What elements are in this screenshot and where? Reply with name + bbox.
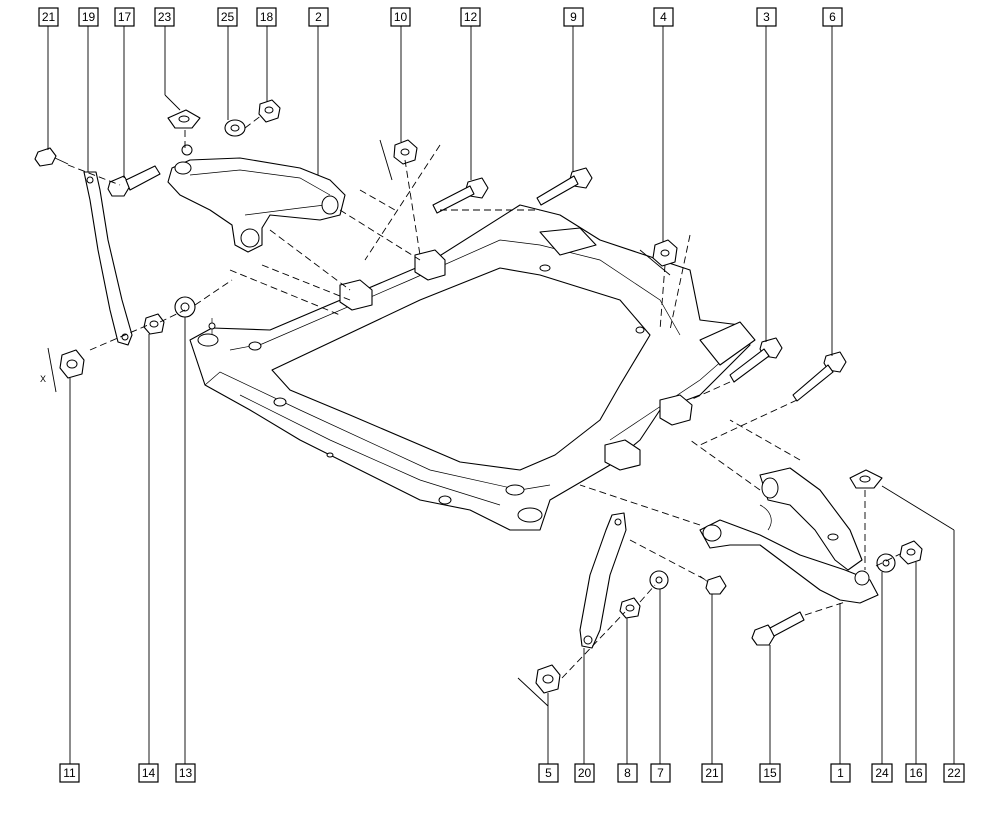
callout-13: 13 (175, 763, 196, 783)
callout-number: 23 (158, 10, 172, 24)
callout-18: 18 (256, 7, 277, 27)
assembly-dashed-lines (67, 114, 901, 679)
bolt-21-lower (699, 575, 727, 595)
callout-22: 22 (943, 763, 965, 783)
callout-20: 20 (574, 763, 595, 783)
callout-number: 3 (763, 10, 770, 24)
callout-number: 14 (142, 766, 156, 780)
callout-number: 4 (660, 10, 667, 24)
plate-23 (167, 109, 201, 129)
callout-number: 20 (578, 766, 592, 780)
washer-24 (876, 553, 896, 573)
callout-number: 15 (763, 766, 777, 780)
callout-number: 13 (179, 766, 193, 780)
callout-10: 10 (390, 7, 411, 27)
callout-9: 9 (563, 7, 584, 27)
callout-17: 17 (114, 7, 135, 27)
dimension-marks: X (40, 139, 671, 707)
callout-24: 24 (871, 763, 893, 783)
nut-16 (899, 540, 923, 565)
bolt-6 (792, 351, 847, 402)
bolt-9 (536, 167, 593, 206)
callout-21-bottom: 21 (701, 763, 723, 783)
callout-number: 21 (42, 10, 56, 24)
washer-13 (174, 296, 196, 318)
callouts-bottom: 11 14 13 5 20 8 7 21 15 1 24 16 22 (59, 763, 965, 783)
nut-8 (619, 597, 641, 619)
leader-lines (47, 26, 955, 764)
callout-19: 19 (78, 7, 99, 27)
callout-number: 5 (545, 766, 552, 780)
callout-number: 6 (829, 10, 836, 24)
nut-18 (258, 99, 281, 123)
callout-number: 11 (63, 766, 76, 780)
bolt-21-upper (34, 147, 69, 167)
nut-4 (652, 239, 678, 267)
callout-number: 10 (394, 10, 408, 24)
washer-25 (224, 119, 246, 137)
callout-number: 25 (221, 10, 235, 24)
callout-number: 21 (705, 766, 719, 780)
callout-23: 23 (154, 7, 175, 27)
tie-rod-20 (579, 512, 627, 649)
callout-2: 2 (308, 7, 329, 27)
callout-3: 3 (756, 7, 777, 27)
callout-number: 1 (837, 766, 844, 780)
callout-number: 24 (875, 766, 889, 780)
callout-11: 11 (59, 763, 80, 783)
plate-22 (849, 469, 883, 489)
callout-number: 22 (947, 766, 961, 780)
callout-1: 1 (830, 763, 851, 783)
callout-number: 16 (909, 766, 923, 780)
callouts-top: 21 19 17 23 25 18 2 10 12 9 4 3 6 (38, 7, 843, 27)
nut-5 (535, 664, 561, 694)
callout-25: 25 (217, 7, 238, 27)
callout-number: 2 (315, 10, 322, 24)
nut-14 (143, 313, 165, 335)
callout-6: 6 (822, 7, 843, 27)
callout-number: 19 (82, 10, 96, 24)
callout-number: 8 (624, 766, 631, 780)
nut-11 (59, 349, 85, 379)
bolt-17 (107, 165, 161, 197)
callout-4: 4 (653, 7, 674, 27)
upper-wishbone (167, 144, 346, 253)
bolt-15 (751, 611, 805, 646)
callout-15: 15 (759, 763, 781, 783)
callout-number: 12 (464, 10, 478, 24)
callout-16: 16 (905, 763, 927, 783)
callout-21-top: 21 (38, 7, 59, 27)
callout-8: 8 (617, 763, 638, 783)
callout-14: 14 (138, 763, 159, 783)
front-subframe (189, 204, 756, 531)
tie-rod-19 (83, 171, 133, 346)
callout-7: 7 (650, 763, 671, 783)
callout-number: 7 (657, 766, 664, 780)
bolt-12 (432, 177, 489, 214)
callout-number: 17 (118, 10, 132, 24)
callout-5: 5 (538, 763, 559, 783)
callout-number: 18 (260, 10, 274, 24)
lower-wishbone (699, 467, 879, 604)
bolt-3 (729, 337, 783, 383)
dim-label: X (40, 374, 46, 384)
callout-12: 12 (460, 7, 481, 27)
nut-10 (393, 139, 418, 165)
callout-number: 9 (570, 10, 577, 24)
washer-7 (649, 570, 669, 590)
